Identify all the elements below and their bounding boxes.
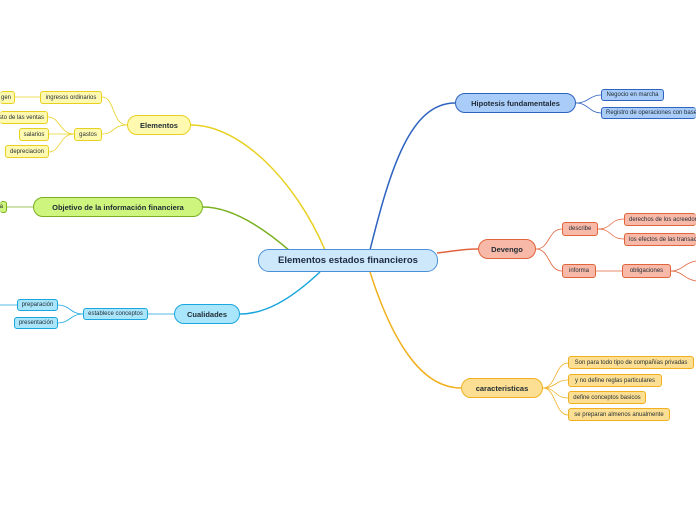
topic-hipotesis[interactable]: Hipotesis fundamentales <box>455 93 576 113</box>
subtopic-efectos[interactable]: los efectos de las transacciones <box>624 233 696 246</box>
link-desc-1 <box>597 218 625 230</box>
subtopic-car-3[interactable]: define conceptos basicos <box>568 391 646 404</box>
link-caracteristicas <box>369 271 462 389</box>
link-obl-1 <box>670 260 696 272</box>
link-est-2 <box>57 313 84 324</box>
link-hip-2 <box>575 102 602 114</box>
subtopic-car-4[interactable]: se preparan almenos anualmente <box>568 408 670 421</box>
subtopic-preparacion[interactable]: preparación <box>17 299 58 311</box>
subtopic-describe[interactable]: describe <box>562 222 598 236</box>
subtopic-establece[interactable]: establece conceptos <box>83 308 148 320</box>
link-car-3 <box>542 387 569 399</box>
link-elementos <box>190 124 326 251</box>
subtopic-costo-ventas[interactable]: costo de las ventas <box>0 111 48 124</box>
link-desc-2 <box>597 228 625 240</box>
topic-elementos[interactable]: Elementos <box>127 115 191 135</box>
link-gas-1 <box>47 116 75 135</box>
link-elem-gastos <box>101 124 128 135</box>
topic-caracteristicas[interactable]: caracteristicas <box>461 378 543 398</box>
subtopic-gen[interactable]: gen <box>0 91 15 104</box>
link-car-1 <box>542 362 569 389</box>
link-dev-informa <box>535 248 563 272</box>
subtopic-obligaciones[interactable]: obligaciones <box>622 264 671 278</box>
link-cualidades <box>239 271 321 315</box>
link-devengo <box>436 248 479 254</box>
subtopic-objetivo-1[interactable]: a <box>0 201 7 213</box>
link-hip-1 <box>575 94 602 104</box>
subtopic-car-1[interactable]: Son para todo tipo de compañías privadas <box>568 356 694 369</box>
link-elem-ingresos <box>101 96 128 126</box>
link-obl-2 <box>670 270 696 282</box>
link-car-2 <box>542 379 569 389</box>
link-objetivo <box>202 206 291 252</box>
subtopic-hipotesis-2[interactable]: Registro de operaciones con base <box>601 107 696 119</box>
subtopic-presentacion[interactable]: presentación <box>14 317 58 329</box>
topic-objetivo[interactable]: Objetivo de la información financiera <box>33 197 203 217</box>
link-dev-describe <box>535 228 563 250</box>
topic-devengo[interactable]: Devengo <box>478 239 536 259</box>
subtopic-car-2[interactable]: y no define reglas particulares <box>568 374 662 387</box>
link-gas-3 <box>48 133 75 153</box>
topic-cualidades[interactable]: Cualidades <box>174 304 240 324</box>
subtopic-depreciacion[interactable]: depreciacion <box>5 145 49 158</box>
subtopic-hipotesis-1[interactable]: Negocio en marcha <box>601 89 664 101</box>
subtopic-informa[interactable]: informa <box>562 264 596 278</box>
subtopic-gastos[interactable]: gastos <box>74 128 102 141</box>
subtopic-ingresos[interactable]: ingresos ordinarios <box>40 91 102 104</box>
link-hipotesis <box>369 102 456 251</box>
link-car-4 <box>542 387 569 416</box>
root-topic[interactable]: Elementos estados financieros <box>258 249 438 272</box>
subtopic-salarios[interactable]: salarios <box>19 128 49 141</box>
subtopic-derechos[interactable]: derechos de los acreedores <box>624 213 696 226</box>
link-est-1 <box>57 304 84 315</box>
